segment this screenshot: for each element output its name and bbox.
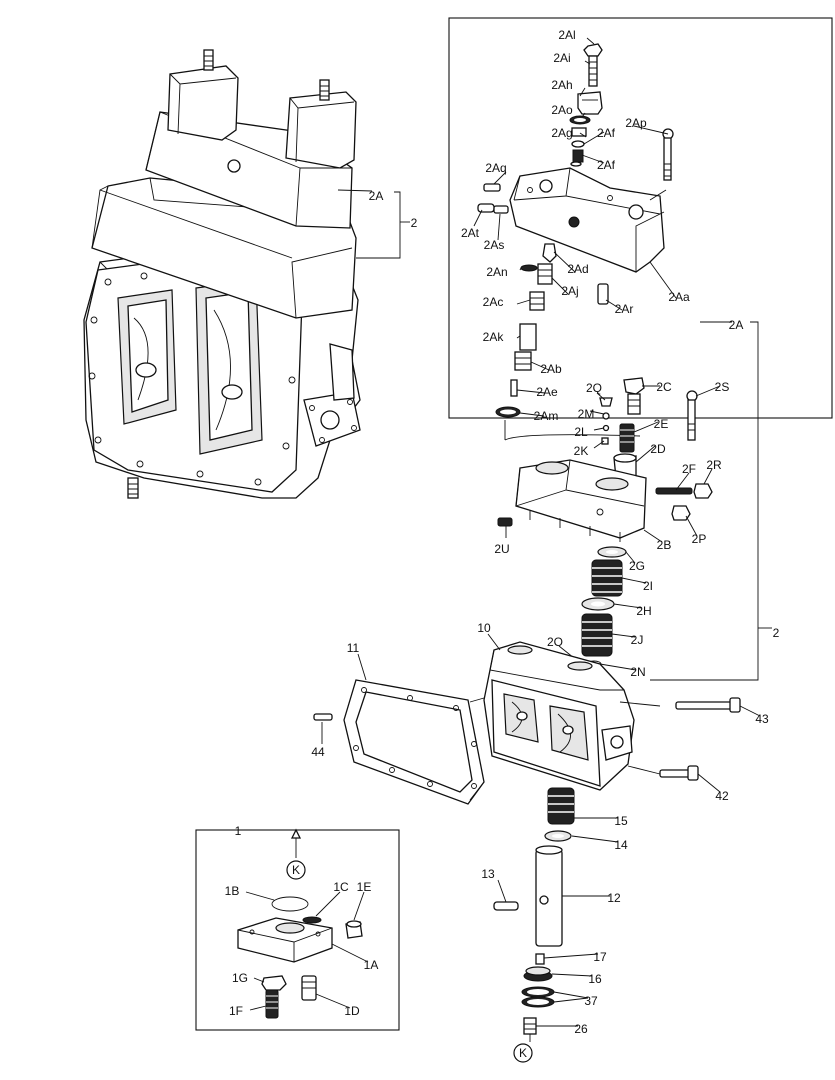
ref-marker-text: K xyxy=(292,863,300,877)
callout-label-42: 42 xyxy=(715,789,729,803)
callout-label-37: 37 xyxy=(584,994,598,1008)
callout-label-2at: 2At xyxy=(461,226,480,240)
callout-label-2a_top: 2A xyxy=(369,189,384,203)
callout-label-12: 12 xyxy=(607,891,621,905)
plunger-stack xyxy=(493,787,619,1042)
callout-label-2ao: 2Ao xyxy=(551,103,573,117)
callout-label-11: 11 xyxy=(347,641,360,655)
callout-label-10: 10 xyxy=(477,621,491,635)
callout-label-2ap: 2Ap xyxy=(625,116,647,130)
callout-label-2ah: 2Ah xyxy=(551,78,572,92)
callout-label-2u: 2U xyxy=(494,542,509,556)
callout-label-2af_2: 2Af xyxy=(597,158,616,172)
reference-markers: KK xyxy=(286,860,533,1063)
callout-label-44: 44 xyxy=(311,745,325,759)
callout-label-43: 43 xyxy=(755,712,769,726)
callout-label-2ab: 2Ab xyxy=(540,362,562,376)
callout-label-2_mid: 2 xyxy=(773,626,780,640)
callout-label-2k: 2K xyxy=(574,444,589,458)
callout-label-2d: 2D xyxy=(650,442,666,456)
callout-label-2j: 2J xyxy=(631,633,644,647)
callout-label-2m: 2M xyxy=(578,407,595,421)
inset-1-frame xyxy=(195,829,400,1031)
callout-label-2ag: 2Ag xyxy=(551,126,572,140)
callout-label-15: 15 xyxy=(614,814,628,828)
callout-label-2ak: 2Ak xyxy=(483,330,505,344)
callout-label-2c: 2C xyxy=(656,380,672,394)
callout-label-16: 16 xyxy=(588,972,602,986)
callout-label-2h: 2H xyxy=(636,604,651,618)
callout-label-2_top: 2 xyxy=(411,216,418,230)
callout-label-2e: 2E xyxy=(654,417,669,431)
callout-label-2aa: 2Aa xyxy=(668,290,690,304)
callout-label-2p: 2P xyxy=(692,532,707,546)
callout-label-2s: 2S xyxy=(715,380,730,394)
callout-label-1f: 1F xyxy=(229,1004,243,1018)
callout-label-2ar: 2Ar xyxy=(615,302,634,316)
callout-label-2al: 2Al xyxy=(558,28,575,42)
callout-label-1g: 1G xyxy=(232,971,248,985)
housing-and-gasket xyxy=(313,633,761,805)
callout-label-1d: 1D xyxy=(344,1004,360,1018)
ref-marker-k_bottom: K xyxy=(513,1043,533,1063)
callout-label-2n: 2N xyxy=(630,665,645,679)
callout-label-26: 26 xyxy=(574,1022,588,1036)
subassembly-2a-parts xyxy=(473,37,677,418)
callout-label-2b: 2B xyxy=(657,538,672,552)
callout-label-2an: 2An xyxy=(486,265,507,279)
callout-label-2o: 2O xyxy=(547,635,563,649)
callout-label-1b: 1B xyxy=(225,884,240,898)
callout-label-2f: 2F xyxy=(682,462,696,476)
inset-1-parts xyxy=(237,828,369,1019)
callout-label-1: 1 xyxy=(235,824,242,838)
callout-label-17: 17 xyxy=(593,950,607,964)
callout-label-1c: 1C xyxy=(333,880,349,894)
callout-label-2ad: 2Ad xyxy=(567,262,588,276)
callout-label-2aq: 2Aq xyxy=(485,161,506,175)
callout-label-2g: 2G xyxy=(629,559,645,573)
ref-marker-circle xyxy=(286,860,306,880)
callout-label-2ae: 2Ae xyxy=(536,385,558,399)
ref-marker-k_inset: K xyxy=(286,860,306,880)
callout-label-2ai: 2Ai xyxy=(553,51,570,65)
callout-label-2a_mid: 2A xyxy=(729,318,744,332)
callout-label-1e: 1E xyxy=(357,880,372,894)
ref-marker-text: K xyxy=(519,1046,527,1060)
assembled-valve-unit xyxy=(83,49,361,499)
callout-label-1a: 1A xyxy=(364,958,379,972)
callout-label-13: 13 xyxy=(481,867,495,881)
callout-label-2q: 2Q xyxy=(586,381,602,395)
callout-label-2l: 2L xyxy=(574,425,588,439)
callout-label-2ac: 2Ac xyxy=(483,295,504,309)
callout-label-2r: 2R xyxy=(706,458,722,472)
callout-labels: 2Al 2Ai 2Ah 2Ao 2Ap 2Ag 2Af 2Af 2Aq 2A 2 2At 2As 2An 2… xyxy=(225,28,780,1036)
callout-label-14: 14 xyxy=(614,838,628,852)
callout-label-2aj: 2Aj xyxy=(561,284,578,298)
callout-label-2i: 2I xyxy=(643,579,653,593)
callout-label-2as: 2As xyxy=(484,238,505,252)
callout-label-2af_1: 2Af xyxy=(597,126,616,140)
ref-marker-circle xyxy=(513,1043,533,1063)
subassembly-2a-frame xyxy=(448,17,833,419)
subassembly-2-parts xyxy=(497,377,721,671)
callout-label-2am: 2Am xyxy=(534,409,559,423)
